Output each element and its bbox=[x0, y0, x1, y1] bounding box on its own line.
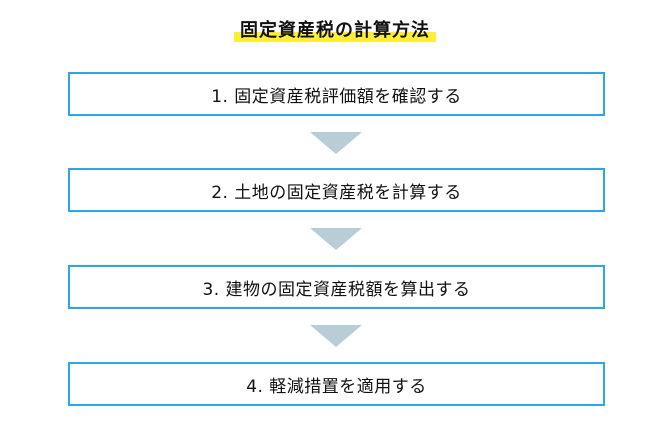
step-1-label: 1. 固定資産税評価額を確認する bbox=[211, 86, 462, 107]
down-arrow-icon-2 bbox=[310, 228, 362, 250]
diagram-title: 固定資産税の計算方法 bbox=[234, 20, 436, 42]
step-3-label: 3. 建物の固定資産税額を算出する bbox=[202, 279, 471, 300]
diagram-title-container: 固定資産税の計算方法 bbox=[0, 20, 670, 42]
step-2-label: 2. 土地の固定資産税を計算する bbox=[211, 182, 462, 203]
down-arrow-icon-1 bbox=[310, 132, 362, 154]
step-4-box: 4. 軽減措置を適用する bbox=[68, 362, 605, 406]
step-3-box: 3. 建物の固定資産税額を算出する bbox=[68, 265, 605, 309]
step-1-box: 1. 固定資産税評価額を確認する bbox=[68, 72, 605, 116]
step-4-label: 4. 軽減措置を適用する bbox=[246, 376, 427, 397]
down-arrow-icon-3 bbox=[310, 325, 362, 347]
step-2-box: 2. 土地の固定資産税を計算する bbox=[68, 168, 605, 212]
